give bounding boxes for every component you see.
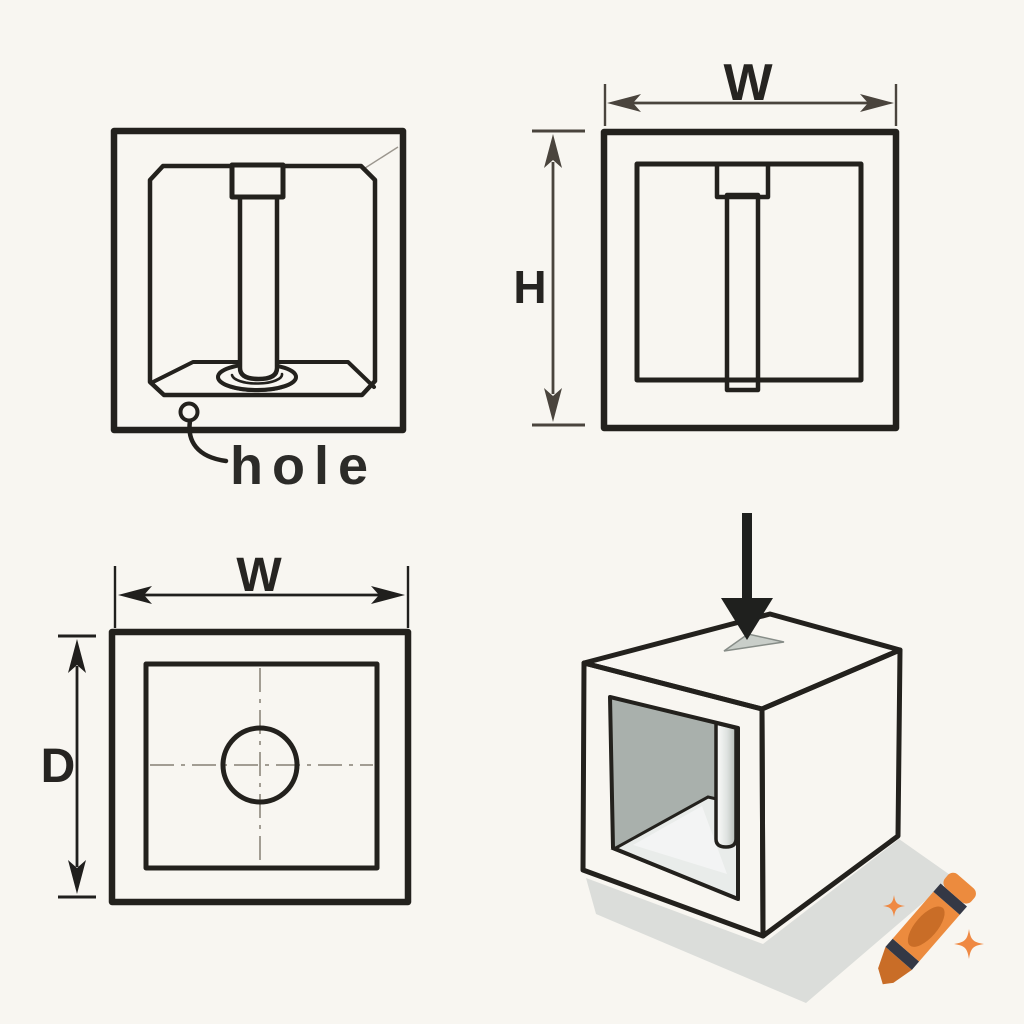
width-dimension: W	[113, 549, 410, 628]
crayon-icon	[878, 872, 984, 985]
cube-opening-outline	[608, 695, 740, 901]
down-arrow-icon	[721, 513, 773, 640]
inner-cavity-outline	[147, 163, 378, 398]
hole-circle	[220, 725, 300, 805]
arrowhead-right-icon	[860, 94, 894, 112]
topview-inner-square	[143, 661, 380, 871]
pin-rod	[237, 193, 280, 382]
interior-pin-rod	[714, 721, 738, 849]
depth-dimension: D	[41, 634, 96, 899]
crayon-label-ellipse	[907, 906, 945, 947]
arrowhead-left-icon	[607, 94, 641, 112]
height-label: H	[513, 261, 546, 313]
flange-arc-inner	[230, 372, 284, 385]
outer-square	[110, 127, 407, 434]
hole-callout-leader	[187, 418, 229, 464]
width-dimension: W	[603, 54, 898, 126]
section-view-panel: W H	[513, 54, 900, 432]
isometric-view-panel	[580, 513, 953, 1003]
crayon-stripe	[885, 938, 920, 970]
pin-head	[229, 162, 286, 200]
hole-label: hole	[230, 436, 377, 496]
crayon-stripe	[933, 883, 967, 915]
arrowhead-up-icon	[68, 639, 86, 673]
section-outer-square	[600, 128, 900, 432]
cube-front-face	[580, 660, 766, 939]
section-inner-cavity	[634, 161, 864, 383]
front-view-panel: hole	[110, 127, 407, 496]
crayon-tip	[878, 946, 912, 985]
arrowhead-down-icon	[68, 860, 86, 894]
sketch-stray-line	[361, 146, 399, 171]
hole-callout-marker	[178, 401, 200, 423]
sparkle-icon	[882, 894, 906, 918]
cube-shadow	[586, 839, 953, 1003]
flange-arc-outer	[216, 375, 298, 393]
height-dimension: H	[513, 129, 585, 427]
section-pin-rod	[724, 192, 761, 393]
arrowhead-left-icon	[118, 586, 152, 604]
arrowhead-up-icon	[544, 134, 562, 168]
arrowhead-right-icon	[371, 586, 405, 604]
width-label: W	[236, 549, 282, 602]
top-face-dimple	[723, 633, 785, 652]
depth-label: D	[41, 740, 76, 793]
top-view-panel: W D	[41, 549, 412, 906]
arrowhead-down-icon	[544, 388, 562, 422]
sparkle-icon	[954, 929, 984, 959]
width-label: W	[723, 54, 773, 112]
floor-highlight	[633, 806, 727, 874]
crayon-end	[943, 872, 976, 904]
